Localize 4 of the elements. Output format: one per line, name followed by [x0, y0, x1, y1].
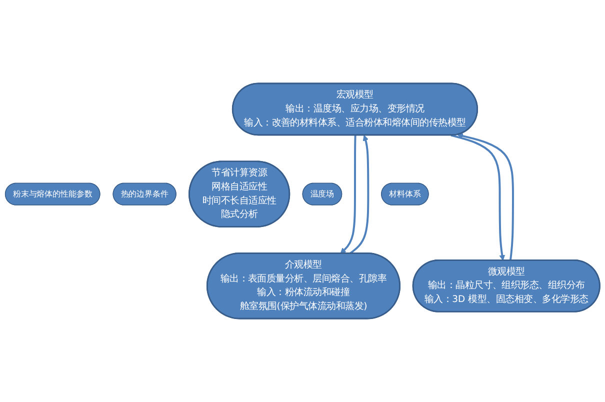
arrow [349, 135, 370, 254]
arrow [450, 134, 506, 261]
arrow [457, 133, 514, 261]
arrow [340, 135, 356, 254]
